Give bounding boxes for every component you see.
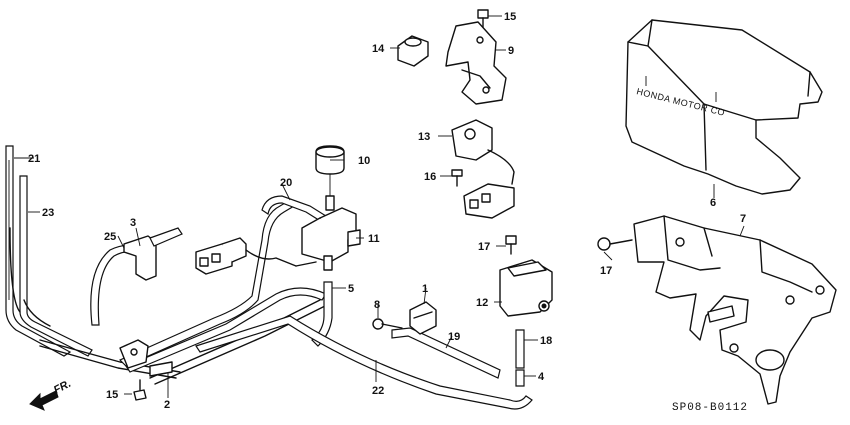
callout-18: 17 bbox=[478, 241, 490, 253]
tube-4 bbox=[515, 369, 525, 387]
callout-11: 11 bbox=[368, 233, 380, 245]
connector-13 bbox=[463, 183, 515, 219]
hose-20 bbox=[391, 327, 501, 379]
callout-20: 19 bbox=[448, 331, 460, 343]
hose-loop-left bbox=[9, 227, 51, 327]
callout-21: 20 bbox=[280, 177, 292, 189]
hose-19 bbox=[515, 329, 525, 369]
callout-23: 22 bbox=[372, 385, 384, 397]
hose-22 bbox=[5, 145, 72, 357]
callout-25: 25 bbox=[104, 231, 116, 243]
callout-4: 4 bbox=[538, 371, 545, 383]
callout-1: 1 bbox=[422, 283, 428, 295]
sensor-12 bbox=[499, 259, 553, 317]
connector-left bbox=[195, 237, 297, 275]
engine-cover-6: HONDA MOTOR CO bbox=[625, 19, 823, 195]
clip-3 bbox=[123, 227, 183, 281]
callout-15-bottom: 15 bbox=[106, 389, 118, 401]
callout-22: 21 bbox=[28, 153, 40, 165]
hose-5 bbox=[311, 281, 333, 347]
callout-12: 12 bbox=[476, 297, 488, 309]
callout-19: 18 bbox=[540, 335, 552, 347]
bolt-8 bbox=[372, 318, 403, 330]
clip-bracket-2 bbox=[119, 339, 173, 377]
callout-8: 8 bbox=[374, 299, 380, 311]
callout-14: 14 bbox=[372, 43, 385, 55]
bracket-7 bbox=[633, 215, 837, 405]
callout-6: 6 bbox=[710, 197, 716, 209]
callout-3: 3 bbox=[130, 217, 136, 229]
callout-16: 16 bbox=[424, 171, 436, 183]
front-arrow: FR. bbox=[29, 378, 73, 411]
solenoid-valve-11 bbox=[295, 207, 361, 271]
bolt-15-bottom bbox=[133, 379, 147, 401]
filter-10 bbox=[315, 145, 345, 211]
hose-24 bbox=[19, 175, 93, 357]
callout-2: 2 bbox=[164, 399, 170, 411]
callout-labels: 21 23 3 25 2 15 20 10 11 5 8 1 19 22 18 … bbox=[28, 11, 746, 411]
callout-24: 23 bbox=[42, 207, 54, 219]
grommet-14 bbox=[397, 35, 429, 67]
callout-7: 7 bbox=[740, 213, 746, 225]
callout-9: 9 bbox=[508, 45, 514, 57]
diagram-code: SP08-B0112 bbox=[672, 402, 748, 414]
hose-23 bbox=[195, 315, 533, 410]
callout-17: 17 bbox=[600, 265, 612, 277]
leader-lines bbox=[14, 15, 745, 398]
screw-16 bbox=[451, 169, 463, 187]
clip-1 bbox=[409, 301, 437, 335]
callout-13: 13 bbox=[418, 131, 430, 143]
sensor-13 bbox=[451, 119, 515, 185]
callout-15-top: 15 bbox=[504, 11, 516, 23]
front-label: FR. bbox=[52, 378, 73, 397]
callout-5: 5 bbox=[348, 283, 354, 295]
callout-10: 10 bbox=[358, 155, 370, 167]
bolt-18 bbox=[505, 235, 517, 255]
bolt-17 bbox=[597, 237, 633, 251]
bracket-9 bbox=[445, 21, 507, 105]
